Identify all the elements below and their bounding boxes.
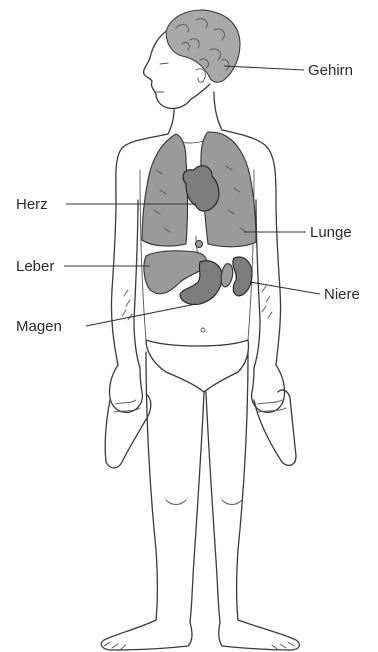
label-liver: Leber: [16, 258, 54, 275]
label-heart: Herz: [16, 196, 48, 213]
label-stomach: Magen: [16, 318, 62, 335]
label-brain: Gehirn: [308, 62, 353, 79]
label-lung: Lunge: [310, 224, 352, 241]
torso: [111, 130, 280, 368]
legs: [101, 352, 299, 650]
kidney: [221, 257, 252, 296]
kidney-leader: [250, 282, 320, 294]
brain-leader: [224, 66, 304, 70]
hair: [166, 10, 240, 82]
briefs: [146, 340, 249, 392]
left-lung: [142, 134, 188, 246]
stomach-leader: [86, 304, 196, 326]
right-hand: [252, 365, 296, 465]
label-kidney: Niere: [324, 286, 360, 303]
left-hand: [105, 365, 151, 468]
